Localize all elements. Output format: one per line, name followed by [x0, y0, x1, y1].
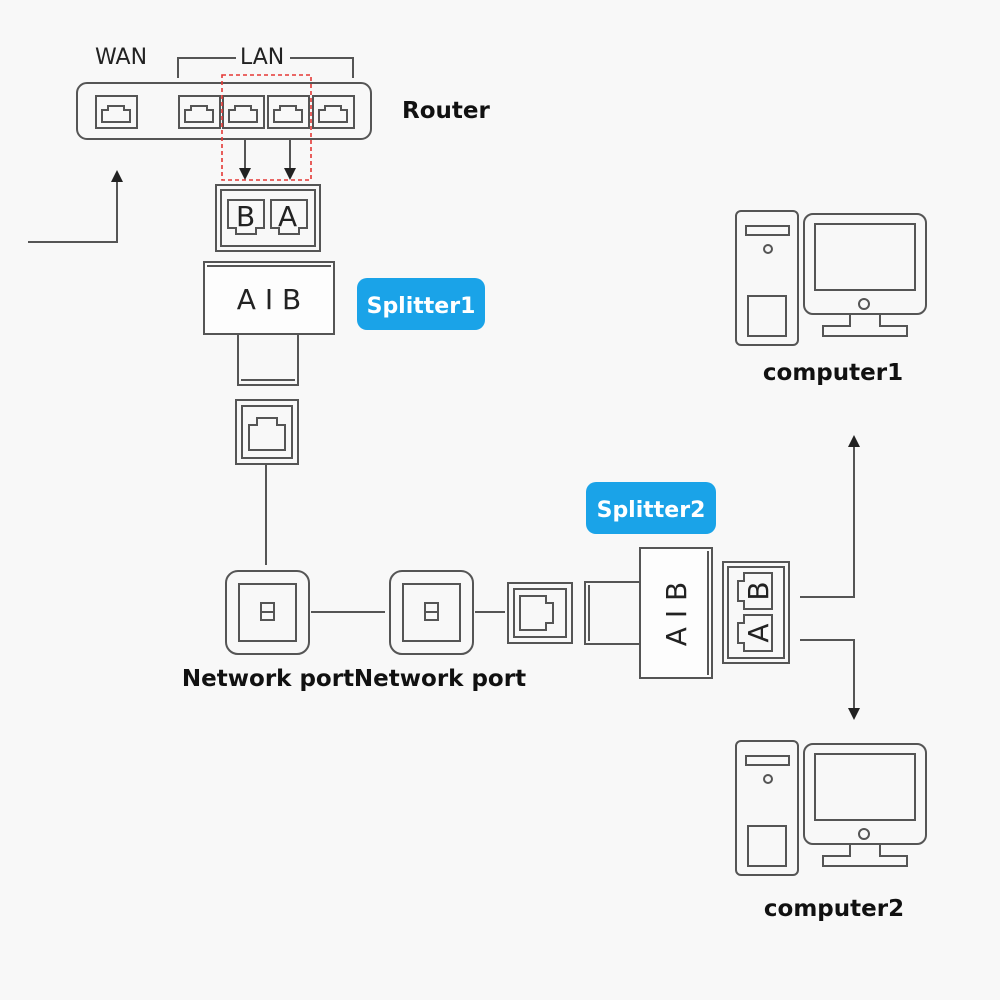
lan-port-3 [267, 95, 310, 129]
computer-icon [735, 210, 927, 346]
computer-icon [735, 740, 927, 876]
wall-port-1-label: Network port [182, 666, 354, 692]
lan-bracket-left [177, 57, 236, 78]
splitter2-to-computer2-arrow [800, 639, 860, 720]
router-to-splitter-arrows [239, 140, 296, 180]
wan-uplink-arrow [28, 170, 123, 243]
wall-port-1: Network port [182, 570, 354, 692]
wall-port-2-label: Network port [354, 666, 526, 692]
lan-label: LAN [240, 45, 284, 70]
splitter1-port-b: B [227, 199, 265, 235]
computer1: computer1 [735, 210, 927, 386]
lan-port-2 [222, 95, 265, 129]
splitter2-plug [584, 581, 640, 645]
computer2: computer2 [735, 740, 927, 922]
wan-label: WAN [95, 45, 147, 70]
splitter2-port-a: A [737, 614, 775, 652]
router-label: Router [402, 98, 490, 124]
svg-text:Splitter1: Splitter1 [367, 294, 476, 319]
computer2-label: computer2 [764, 896, 904, 922]
svg-text:B: B [236, 200, 255, 233]
computer1-label: computer1 [763, 360, 903, 386]
wan-port [95, 95, 138, 129]
splitter1-body-label: A I B [237, 283, 301, 316]
splitter2-body-label: A I B [660, 582, 693, 646]
lan-port-1 [178, 95, 221, 129]
splitter1-rj45-jack [235, 399, 299, 465]
splitter1-port-a: A [270, 199, 308, 235]
wall-port-2: Network port [354, 570, 526, 692]
arrow-down-icon [848, 708, 860, 720]
arrow-down-icon [284, 168, 296, 180]
svg-text:B: B [742, 581, 775, 600]
splitter2-port-b: B [737, 572, 775, 610]
splitter1-body [203, 261, 335, 335]
splitter2-output-housing [722, 561, 790, 664]
splitter2-badge: Splitter2 [586, 482, 716, 534]
arrow-up-icon [848, 435, 860, 447]
splitter1-badge: Splitter1 [357, 278, 485, 330]
selected-lan-ports-highlight [221, 74, 312, 181]
lan-bracket-right [290, 57, 354, 78]
svg-text:A: A [742, 623, 775, 642]
svg-text:A: A [278, 200, 297, 233]
lan-port-4 [312, 95, 355, 129]
svg-text:Splitter2: Splitter2 [597, 498, 706, 523]
arrow-down-icon [239, 168, 251, 180]
router-body [76, 82, 372, 140]
splitter1-input-housing [215, 184, 321, 252]
splitter2-to-computer1-arrow [800, 435, 860, 598]
splitter2-body [639, 547, 713, 679]
splitter1-plug [237, 334, 299, 386]
arrow-up-icon [111, 170, 123, 182]
splitter1: B A A I B [203, 184, 335, 465]
splitter2: A I B B A [507, 547, 790, 679]
router: WAN LAN Router [76, 45, 490, 181]
splitter2-rj45-jack [507, 582, 573, 644]
